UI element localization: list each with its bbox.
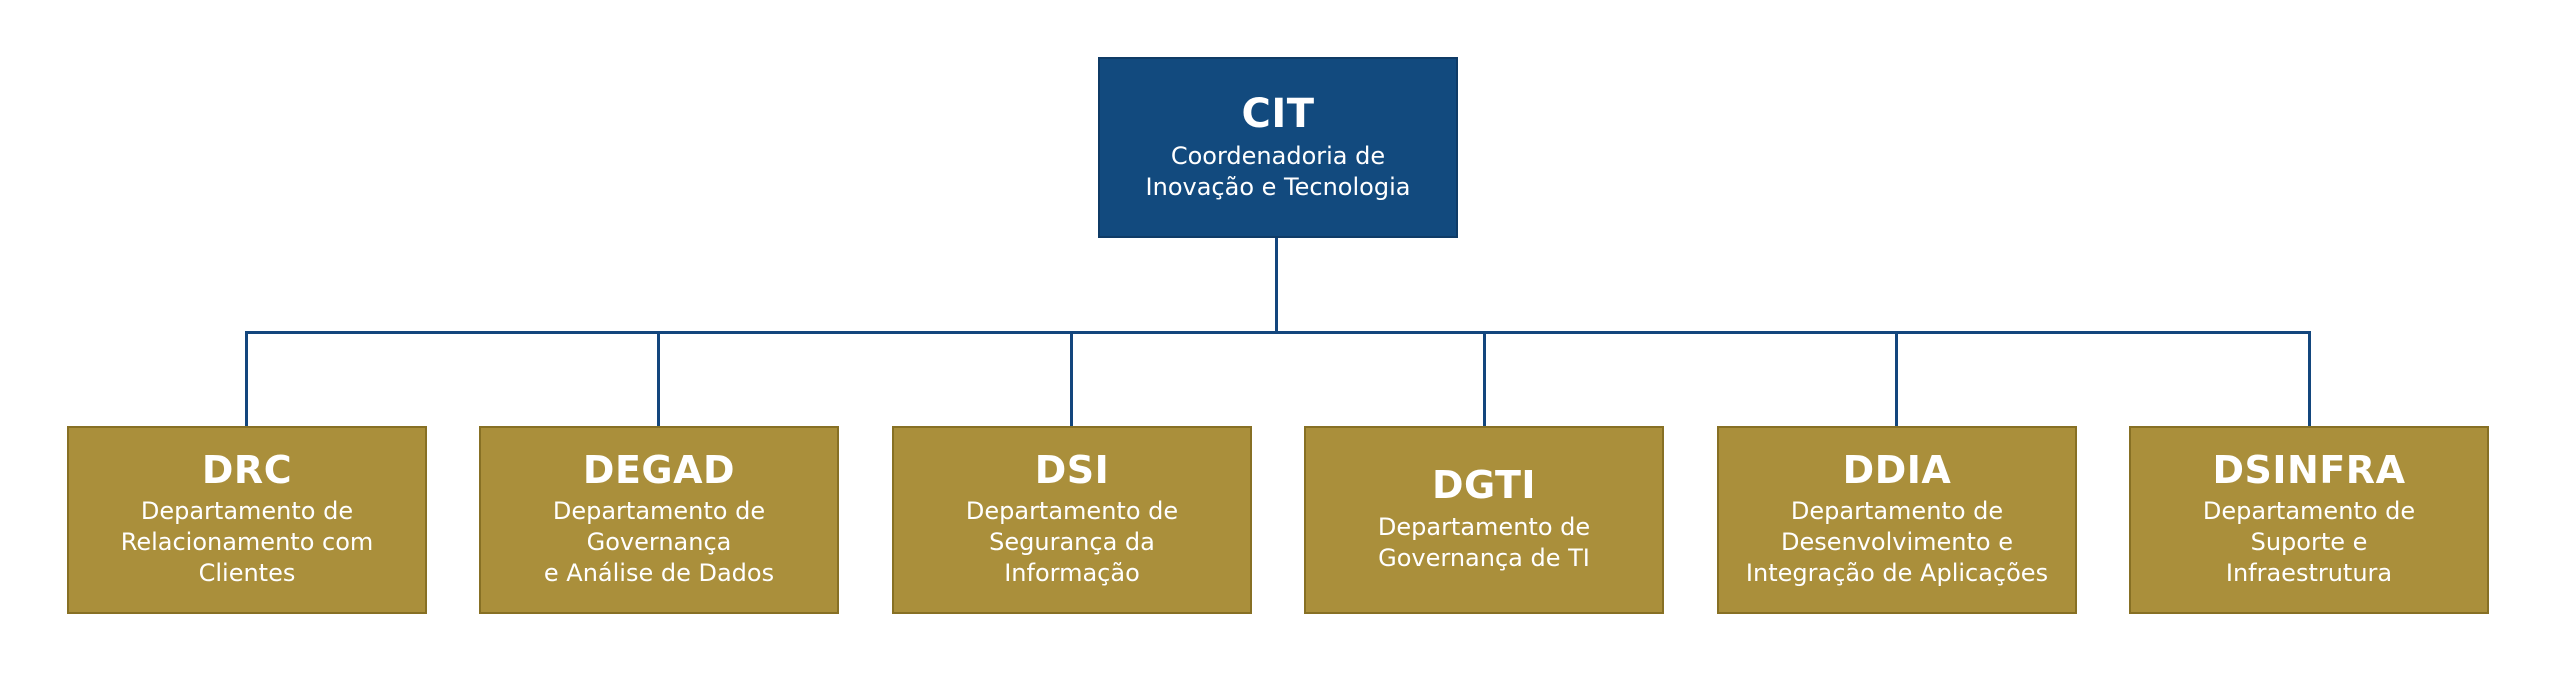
connector-drc bbox=[245, 331, 248, 426]
department-description: Departamento de Segurança da Informação bbox=[965, 497, 1179, 588]
root-node-cit: CIT Coordenadoria de Inovação e Tecnolog… bbox=[1098, 57, 1458, 238]
connector-dgti bbox=[1483, 331, 1486, 426]
department-description: Departamento de Governança de TI bbox=[1377, 512, 1591, 572]
department-description: Departamento de Relacionamento com Clien… bbox=[120, 497, 374, 588]
connector-dsi bbox=[1070, 331, 1073, 426]
department-description: Departamento de Desenvolvimento e Integr… bbox=[1745, 497, 2049, 588]
horizontal-bus bbox=[245, 331, 2311, 334]
department-dgti: DGTI Departamento de Governança de TI bbox=[1304, 426, 1664, 614]
connector-degad bbox=[657, 331, 660, 426]
department-ddia: DDIA Departamento de Desenvolvimento e I… bbox=[1717, 426, 2077, 614]
department-description: Departamento de Suporte e Infraestrutura bbox=[2202, 497, 2416, 588]
root-code: CIT bbox=[1241, 90, 1315, 137]
connector-ddia bbox=[1895, 331, 1898, 426]
department-code: DSI bbox=[1034, 447, 1110, 492]
root-description: Coordenadoria de Inovação e Tecnologia bbox=[1145, 141, 1411, 201]
root-stem bbox=[1275, 238, 1278, 333]
department-dsinfra: DSINFRA Departamento de Suporte e Infrae… bbox=[2129, 426, 2489, 614]
department-degad: DEGAD Departamento de Governança e Análi… bbox=[479, 426, 839, 614]
department-code: DGTI bbox=[1431, 463, 1537, 508]
department-code: DRC bbox=[201, 447, 293, 492]
department-description: Departamento de Governança e Análise de … bbox=[543, 497, 775, 588]
department-code: DDIA bbox=[1842, 447, 1952, 492]
connector-dsinfra bbox=[2308, 331, 2311, 426]
department-drc: DRC Departamento de Relacionamento com C… bbox=[67, 426, 427, 614]
department-code: DEGAD bbox=[582, 447, 736, 492]
department-dsi: DSI Departamento de Segurança da Informa… bbox=[892, 426, 1252, 614]
department-code: DSINFRA bbox=[2212, 447, 2406, 492]
